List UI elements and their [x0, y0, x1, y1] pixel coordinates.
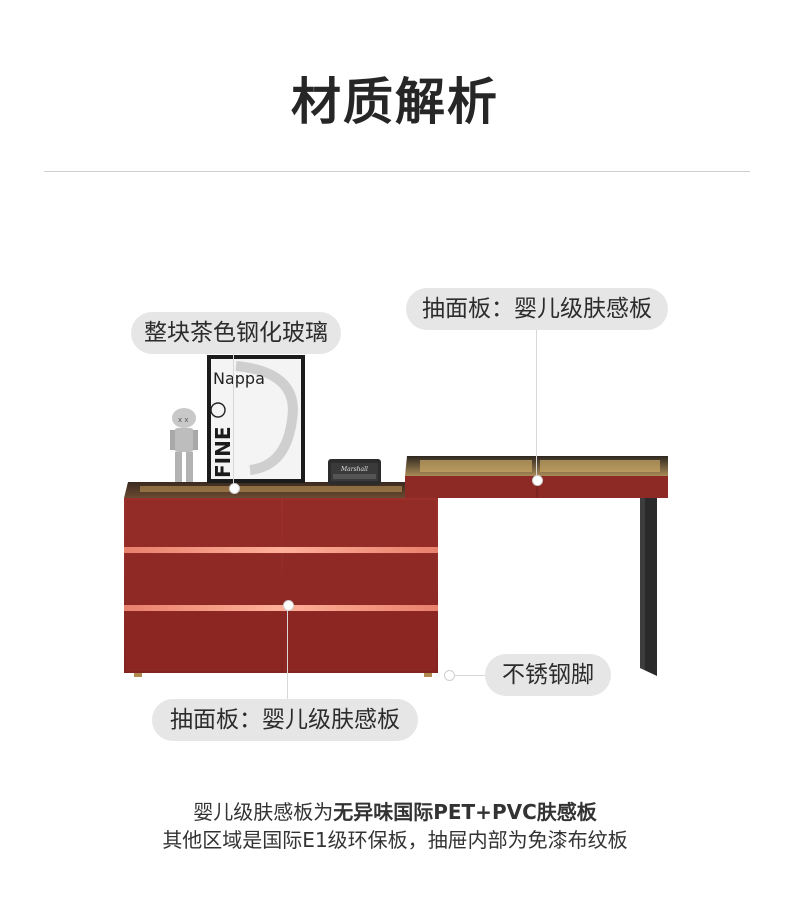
title-divider — [44, 171, 750, 172]
label-steel-leg: 不锈钢脚 — [485, 654, 611, 696]
label-top-drawer-panel: 抽面板：婴儿级肤感板 — [406, 288, 668, 330]
marker-bottom-drawer — [283, 600, 294, 611]
caption-line-1-highlight: 婴儿级肤感板为无异味国际PET+PVC肤感板 — [187, 796, 603, 825]
svg-text:x x: x x — [178, 416, 189, 424]
caption-line-1-regular: 婴儿级肤感板为 — [193, 800, 334, 824]
caption-line-2-regular: 其他区域是国际E1级环保板， — [162, 828, 428, 852]
cabinet-top-glass — [124, 482, 405, 498]
svg-text:Marshall: Marshall — [340, 466, 368, 473]
caption-line-2-rest: 抽屉内部为免漆布纹板 — [427, 828, 628, 852]
caption-line-2: 其他区域是国际E1级环保板，抽屉内部为免漆布纹板 — [0, 824, 790, 853]
leader-top-drawer — [536, 330, 537, 480]
leader-glass — [233, 354, 234, 488]
svg-text:Nappa: Nappa — [213, 369, 265, 388]
picture-frame: Nappa FINE — [207, 355, 305, 483]
marker-steel-leg — [444, 670, 455, 681]
leader-steel-leg — [452, 675, 486, 676]
caption-line-2-highlight: 其他区域是国际E1级环保板，抽屉内部为免漆布纹板 — [156, 824, 635, 853]
speaker: Marshall — [328, 459, 381, 485]
label-bottom-drawer-panel: 抽面板：婴儿级肤感板 — [152, 699, 418, 741]
figurine: x x — [170, 408, 198, 482]
label-glass: 整块茶色钢化玻璃 — [131, 312, 341, 354]
desk-extension — [405, 456, 668, 676]
page-title: 材质解析 — [291, 73, 499, 131]
caption-line-1: 婴儿级肤感板为无异味国际PET+PVC肤感板 — [0, 796, 790, 825]
cabinet-body — [124, 498, 438, 677]
svg-text:FINE: FINE — [211, 426, 235, 478]
marker-top-drawer — [532, 475, 543, 486]
marker-glass — [229, 483, 240, 494]
caption-line-1-bold: 无异味国际PET+PVC肤感板 — [333, 800, 597, 824]
leader-bottom-drawer — [287, 606, 288, 700]
